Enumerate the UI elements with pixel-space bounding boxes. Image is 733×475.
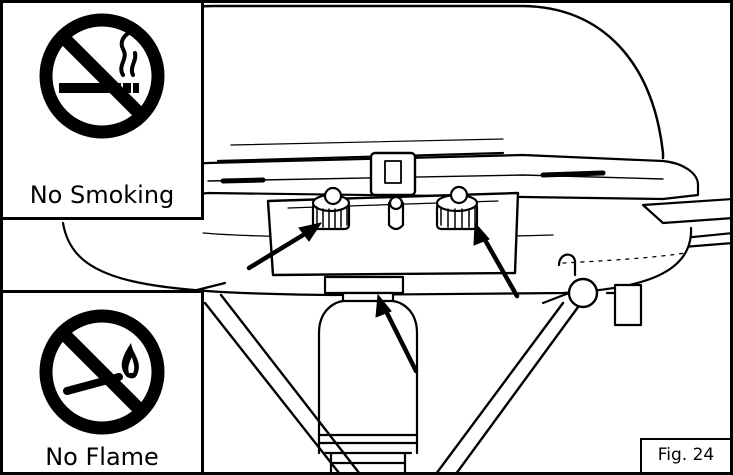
arrow-right-knob [478, 230, 520, 299]
no-smoking-panel: No Smoking [3, 3, 204, 220]
no-smoking-caption: No Smoking [29, 181, 175, 209]
grill-underside-illustration [21, 4, 730, 472]
figure-number-label: Fig. 24 [640, 438, 730, 472]
hook-latch [557, 253, 577, 277]
right-leg [435, 277, 599, 472]
arrow-left-knob [246, 226, 316, 271]
left-leg [191, 281, 360, 472]
no-flame-caption: No Flame [45, 443, 159, 471]
left-control-knob [311, 186, 351, 231]
no-flame-panel: No Flame [3, 290, 204, 472]
arrow-cylinder-connection [380, 302, 419, 374]
igniter-post [387, 201, 405, 231]
propane-cylinder [317, 299, 419, 472]
regulator-block [323, 275, 405, 295]
side-handle [641, 198, 730, 225]
no-flame-icon [39, 309, 165, 435]
no-smoking-icon [39, 13, 165, 139]
callout-arrows [246, 221, 520, 374]
right-control-knob [435, 185, 479, 231]
